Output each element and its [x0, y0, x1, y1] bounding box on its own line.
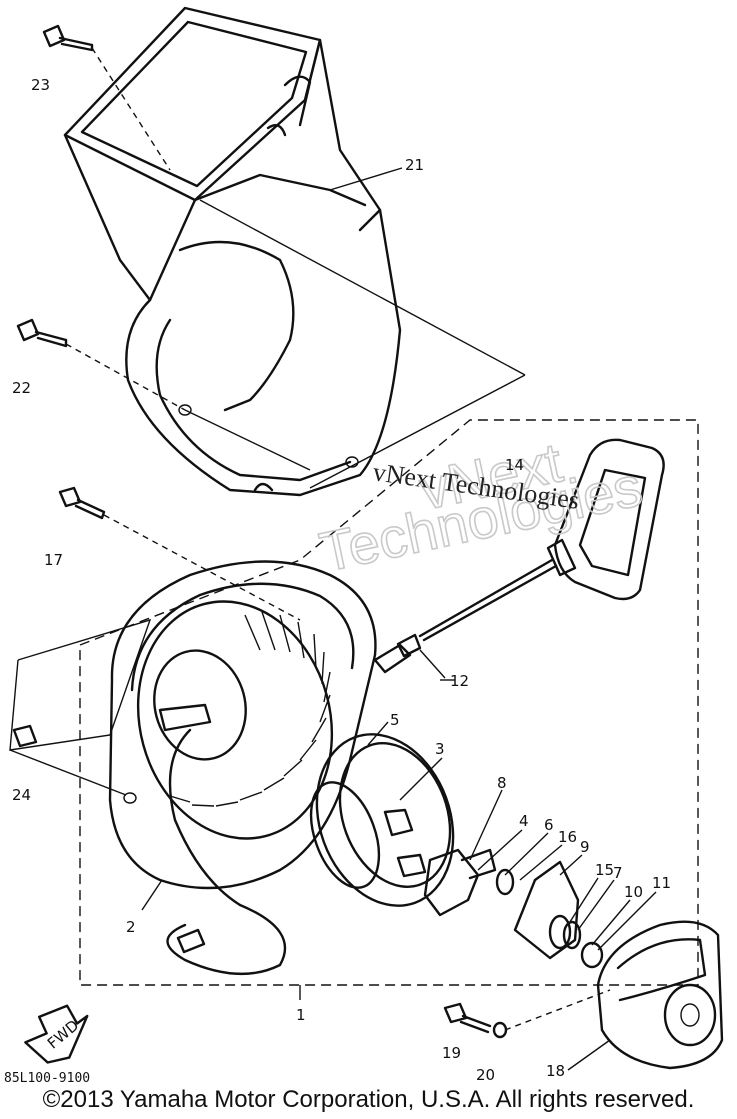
callout-11: 11 [652, 874, 671, 892]
ratchet-part-8 [423, 848, 497, 917]
callout-10: 10 [624, 883, 643, 901]
callout-18: 18 [546, 1062, 565, 1080]
callout-20: 20 [476, 1066, 495, 1084]
callout-2: 2 [126, 918, 136, 936]
callout-15: 15 [595, 861, 614, 879]
rope-guide-part-12 [373, 633, 446, 679]
bolt-part-17 [58, 486, 301, 621]
forward-arrow-icon: FWD [24, 1004, 89, 1064]
bolt-part-22 [16, 318, 186, 411]
callout-7: 7 [613, 864, 623, 882]
washer-part-20 [492, 1021, 508, 1039]
cover-part-18 [596, 920, 724, 1070]
bolt-part-19 [443, 1002, 492, 1034]
copyright-text: ©2013 Yamaha Motor Corporation, U.S.A. A… [42, 1086, 695, 1113]
starter-housing-part [108, 560, 377, 976]
callout-21: 21 [405, 156, 424, 174]
callout-5: 5 [390, 711, 400, 729]
callout-14: 14 [505, 456, 524, 474]
callout-4: 4 [519, 812, 529, 830]
callouts: 23 21 22 14 17 12 5 3 8 4 6 16 9 15 7 10… [12, 76, 671, 1084]
callout-1: 1 [296, 1006, 306, 1024]
callout-23: 23 [31, 76, 50, 94]
nut-part-24 [12, 724, 38, 748]
callout-9: 9 [580, 838, 590, 856]
figure-code: 85L100-9100 [4, 1071, 90, 1086]
watermark: vNext Technologies vNext Technologies [314, 429, 648, 584]
callout-12: 12 [450, 672, 469, 690]
fan-shroud-part [63, 6, 402, 497]
callout-17: 17 [44, 551, 63, 569]
callout-16: 16 [558, 828, 577, 846]
callout-19: 19 [442, 1044, 461, 1062]
callout-6: 6 [544, 816, 554, 834]
plate-part-9 [513, 860, 580, 960]
bolt-part-23 [42, 24, 171, 171]
callout-8: 8 [497, 774, 507, 792]
nut-part-10 [580, 941, 604, 969]
starter-handle-part [418, 438, 665, 642]
pulley-part [309, 733, 455, 907]
washer-part-6 [495, 868, 515, 896]
callout-3: 3 [435, 740, 445, 758]
callout-24: 24 [12, 786, 31, 804]
spring-part-15 [548, 914, 582, 950]
callout-22: 22 [12, 379, 31, 397]
